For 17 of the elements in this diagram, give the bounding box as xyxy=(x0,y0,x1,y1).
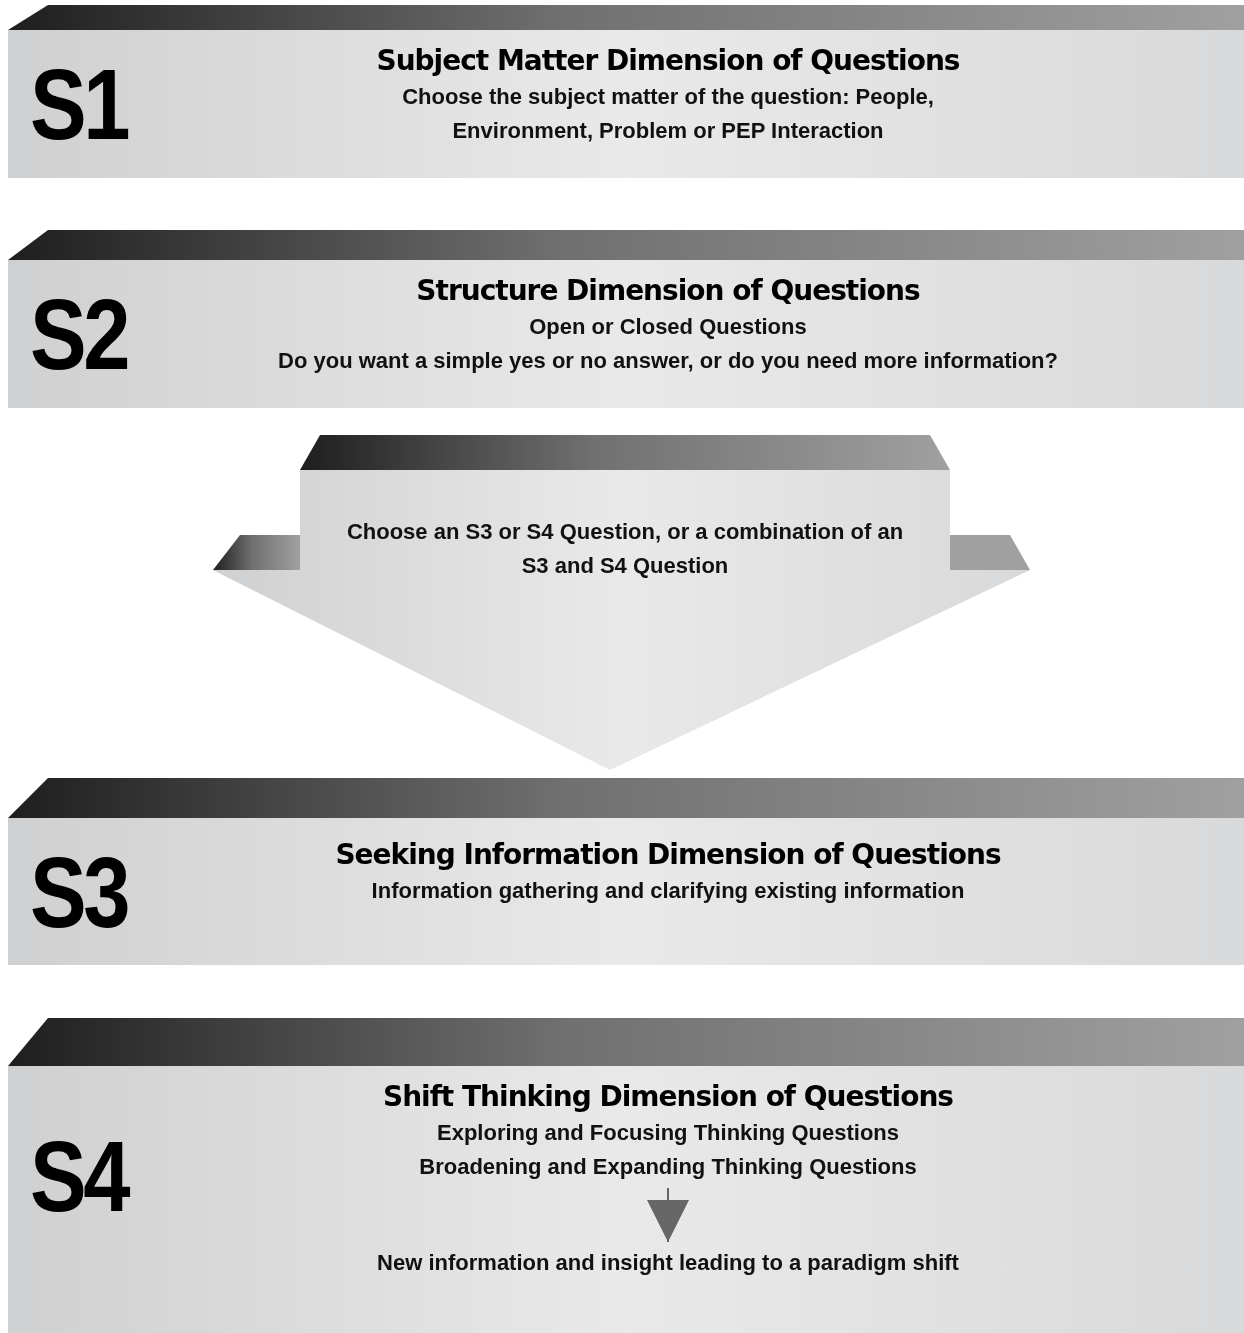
step-number: S3 xyxy=(30,841,128,942)
band-text: Open or Closed Questions xyxy=(529,313,807,341)
band-text: New information and insight leading to a paradigm shift xyxy=(377,1249,959,1277)
step-number: S2 xyxy=(30,284,128,384)
band-text: Exploring and Focusing Thinking Questions xyxy=(437,1119,899,1147)
band-text: Choose the subject matter of the question: People, Environment, Problem or PEP Interaction xyxy=(401,83,935,145)
band-heading: Shift Thinking Dimension of Questions xyxy=(383,1079,953,1115)
step-number: S1 xyxy=(30,54,128,154)
band-heading: Seeking Information Dimension of Questions xyxy=(335,837,1001,873)
arrow xyxy=(647,1187,689,1243)
arrow-text: Choose an S3 or S4 Question, or a combination of an S3 and S4 Question xyxy=(345,518,905,580)
band-text: Do you want a simple yes or no answer, or do you need more information? xyxy=(278,347,1058,375)
band-heading: Subject Matter Dimension of Questions xyxy=(376,43,960,79)
step-number: S4 xyxy=(30,1126,128,1226)
band-heading: Structure Dimension of Questions xyxy=(416,273,920,309)
band-text: Information gathering and clarifying existing information xyxy=(371,877,965,905)
band-text: Broadening and Expanding Thinking Questions xyxy=(419,1153,917,1181)
